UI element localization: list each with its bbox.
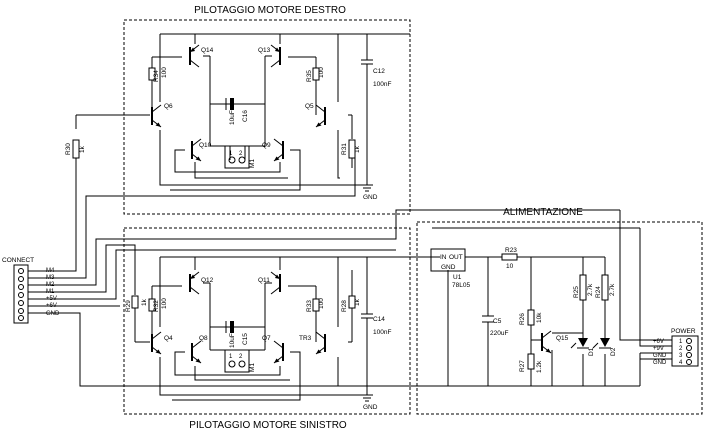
q14-label: Q14: [201, 47, 214, 54]
q5-label: Q5: [305, 103, 314, 110]
power-pin-6v: +6V: [653, 339, 664, 345]
d2-label: D2: [610, 347, 617, 356]
connect-pin-gnd: GND: [46, 311, 60, 317]
power-section-box: [416, 221, 703, 415]
r32-value: 100: [161, 298, 168, 309]
r33-value: 100: [318, 298, 325, 309]
power-connector-label: POWER: [671, 328, 696, 335]
top-h-bridge: Q14 Q13 Q6 Q5 Q10 Q9 R34 100 R35 100 R30…: [65, 33, 410, 201]
power-section-title: ALIMENTAZIONE: [503, 207, 583, 218]
u1-value: 78L05: [452, 282, 470, 289]
top-motor-label: M1: [249, 159, 256, 168]
top-motor-pin2: 2: [239, 151, 243, 157]
power-pin-num2: 2: [679, 346, 683, 352]
bottom-h-bridge: Q12 Q11 Q4 Q8 Q7 TR3 R29 1k R32 100 R33 …: [125, 256, 440, 411]
r26-value: 10k: [536, 312, 543, 323]
power-pin-9v: +9V: [653, 346, 664, 352]
r24-label: R24: [595, 286, 602, 298]
c14-value: 100nF: [373, 329, 391, 336]
power-supply: IN OUT GND U1 78L05 R23 10 C5 220uF R26 …: [410, 209, 699, 386]
d1-label: D1: [588, 347, 595, 356]
u1-out-label: OUT: [449, 254, 463, 261]
r29-label: R29: [125, 300, 132, 312]
r26-label: R26: [519, 313, 526, 325]
r28-value: 1k: [354, 298, 361, 306]
connect-wires: [28, 114, 640, 387]
u1-gnd-label: GND: [441, 264, 456, 271]
r27-label: R27: [519, 360, 526, 372]
c12-label: C12: [373, 68, 385, 75]
power-pin-gnd2: GND: [653, 360, 667, 366]
bottom-motor-label: M1: [249, 363, 256, 372]
q8-label: Q8: [199, 335, 208, 342]
q7-label: Q7: [262, 335, 271, 342]
r23-value: 10: [506, 263, 514, 270]
q4-label: Q4: [164, 335, 173, 342]
c5-value: 220uF: [490, 330, 508, 337]
c16-label: C16: [242, 110, 249, 122]
bottom-motor-pin1: 1: [229, 354, 233, 360]
top-section-title: PILOTAGGIO MOTORE DESTRO: [194, 5, 346, 16]
r32-label: R32: [153, 300, 160, 312]
r28-label: R28: [341, 300, 348, 312]
q9-label: Q9: [262, 142, 271, 149]
power-pin-num3: 3: [679, 353, 683, 359]
top-section-box: [123, 19, 411, 215]
r34-value: 100: [161, 67, 168, 78]
r35-value: 100: [318, 67, 325, 78]
power-pin-num1: 1: [679, 339, 683, 345]
bottom-section-title: PILOTAGGIO MOTORE SINISTRO: [189, 420, 347, 431]
c12-value: 100nF: [373, 81, 391, 88]
c5-label: C5: [493, 318, 502, 325]
q12-label: Q12: [201, 277, 214, 284]
q6-label: Q6: [164, 103, 173, 110]
tr3-label: TR3: [299, 335, 312, 342]
c14-label: C14: [373, 316, 385, 323]
q15-label: Q15: [556, 335, 569, 342]
r24-value: 2.7k: [609, 283, 616, 296]
r31-value: 1k: [354, 145, 361, 153]
u1-label: U1: [453, 274, 462, 281]
r25-value: 2.7k: [587, 283, 594, 296]
r23-label: R23: [505, 247, 517, 254]
power-pin-gnd1: GND: [653, 353, 667, 359]
q13-label: Q13: [258, 47, 271, 54]
r27-value: 1.2k: [536, 360, 543, 373]
bottom-motor-pin2: 2: [239, 354, 243, 360]
bottom-section-box: [123, 227, 411, 415]
r25-label: R25: [573, 286, 580, 298]
q11-label: Q11: [258, 277, 270, 284]
r34-label: R34: [153, 70, 160, 82]
top-motor-pin1: 1: [229, 151, 233, 157]
power-pin-num4: 4: [679, 360, 683, 366]
c15-label: C15: [242, 333, 249, 345]
q10-label: Q10: [199, 142, 212, 149]
c15-value: 10uF: [229, 333, 236, 348]
r33-label: R33: [306, 300, 313, 312]
connect-label: CONNECT: [2, 257, 34, 264]
bottom-gnd-label: GND: [363, 404, 378, 411]
r31-label: R31: [341, 143, 348, 155]
r29-value: 1k: [141, 298, 148, 306]
r30-label: R30: [65, 143, 72, 155]
r35-label: R35: [306, 70, 313, 82]
u1-in-label: IN: [440, 254, 447, 261]
c16-value: 10uF: [229, 110, 236, 125]
top-gnd-label: GND: [363, 194, 378, 201]
r30-value: 1k: [79, 145, 86, 153]
